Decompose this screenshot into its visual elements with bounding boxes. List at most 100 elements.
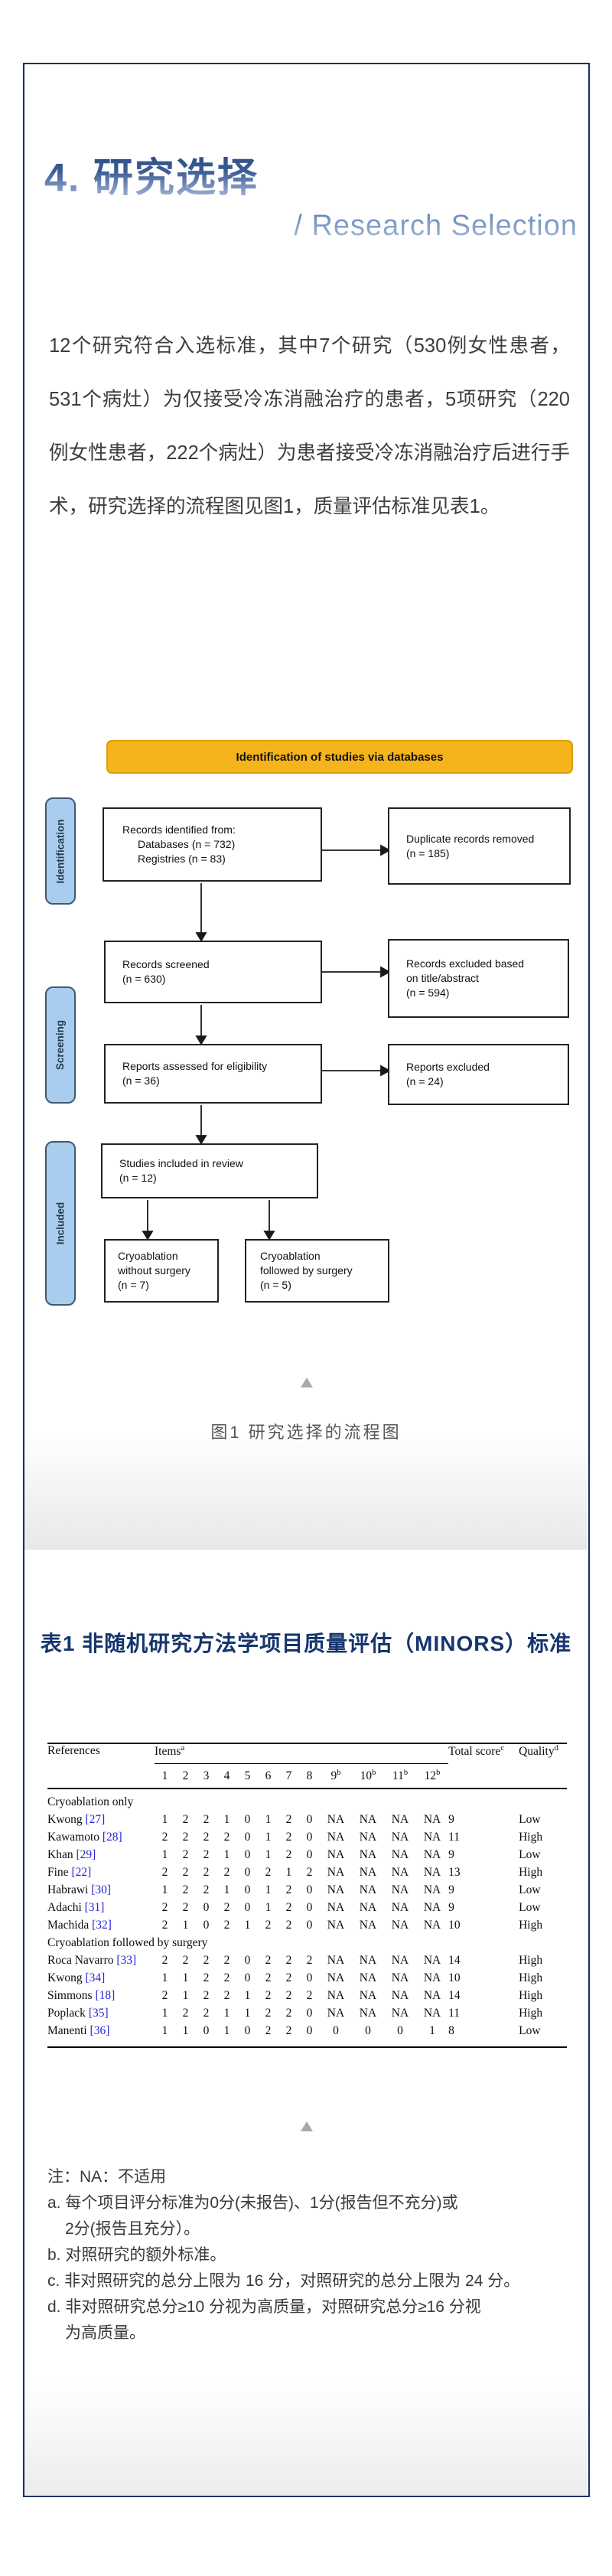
citation-link: [18] [95, 1989, 116, 2002]
item-score-cell: NA [391, 1866, 409, 1879]
item-col-header: 11b [384, 1763, 416, 1789]
box-line: Reports assessed for eligibility [122, 1060, 268, 1072]
item-score-cell: 2 [203, 1848, 210, 1861]
item-score-cell: 2 [285, 1989, 292, 2002]
total-score-cell: 11 [448, 2007, 461, 2020]
item-score-cell: 1 [265, 1848, 272, 1861]
item-score-cell: NA [327, 2007, 345, 2020]
item-score-cell: 1 [244, 1989, 251, 2002]
reference-cell: Manenti [36] [47, 2024, 110, 2037]
note-line: d. 非对照研究总分≥10 分视为高质量，对照研究总分≥16 分视 [47, 2298, 481, 2316]
item-score-cell: NA [359, 1954, 377, 1967]
citation-link: [27] [85, 1813, 106, 1826]
note-line: b. 对照研究的额外标准。 [47, 2246, 226, 2264]
item-score-cell: 0 [244, 1866, 251, 1879]
item-score-cell: NA [391, 2007, 409, 2020]
item-score-cell: 1 [265, 1813, 272, 1826]
item-col-header: 7 [278, 1763, 299, 1789]
table-header-row: References Itemsa Total scorec Qualityd [47, 1743, 568, 1789]
item-score-cell: 1 [182, 1971, 189, 1984]
item-score-cell: NA [359, 1901, 377, 1914]
item-score-cell: 2 [265, 2024, 272, 2037]
total-score-cell: 14 [448, 1954, 461, 1967]
item-score-cell: 2 [203, 1954, 210, 1967]
reference-cell: Khan [29] [47, 1848, 96, 1861]
flow-arrows [142, 844, 391, 1241]
reference-cell: Roca Navarro [33] [47, 1954, 137, 1967]
quality-cell: Low [519, 1901, 541, 1914]
item-score-cell: 0 [333, 2024, 339, 2037]
flowchart-box-records-excluded: Records excluded based on title/abstract… [388, 939, 569, 1018]
item-score-cell: NA [423, 1848, 441, 1861]
reference-cell: Simmons [18] [47, 1989, 116, 2002]
item-score-cell: 2 [203, 1831, 210, 1844]
item-score-cell: 1 [244, 2007, 251, 2020]
item-score-cell: 1 [182, 1989, 189, 2002]
item-score-cell: 0 [306, 1883, 313, 1896]
box-line: Records identified from: [122, 823, 236, 836]
item-score-cell: 1 [223, 2007, 230, 2020]
item-score-cell: 2 [285, 1813, 292, 1826]
item-score-cell: 0 [244, 1901, 251, 1914]
figure-collapse-icon[interactable] [301, 1378, 313, 1387]
item-score-cell: NA [359, 1831, 377, 1844]
table-collapse-icon[interactable] [301, 2121, 313, 2131]
note-line: 2分(报告且充分）。 [65, 2220, 200, 2238]
item-score-cell: NA [327, 1901, 345, 1914]
total-score-cell: 14 [448, 1989, 461, 2002]
flowchart-box-studies-included: Studies included in review (n = 12) [101, 1143, 318, 1198]
card-bottom-gradient [24, 2382, 588, 2495]
item-score-cell: 2 [306, 1954, 313, 1967]
stage-label-text: Included [54, 1202, 67, 1245]
item-col-header: 9b [320, 1763, 352, 1789]
item-score-cell: NA [391, 1989, 409, 2002]
item-score-cell: 0 [244, 1813, 251, 1826]
quality-cell: Low [519, 1883, 541, 1896]
item-score-cell: NA [359, 1919, 377, 1932]
stage-label-identification: Identification [45, 797, 76, 905]
item-score-cell: 1 [182, 1919, 189, 1932]
item-score-cell: NA [359, 1848, 377, 1861]
reference-cell: Fine [22] [47, 1866, 92, 1879]
total-score-cell: 8 [448, 2024, 454, 2037]
flowchart-box-records-identified: Records identified from: Databases (n = … [103, 807, 322, 882]
item-score-cell: 2 [265, 1971, 272, 1984]
quality-cell: High [519, 1971, 543, 1984]
item-score-cell: NA [423, 1866, 441, 1879]
item-score-cell: 2 [223, 1831, 230, 1844]
quality-cell: High [519, 1954, 543, 1967]
reference-cell: Habrawi [30] [47, 1883, 112, 1896]
item-score-cell: 2 [265, 1989, 272, 2002]
item-score-cell: NA [327, 1813, 345, 1826]
item-score-cell: 2 [285, 1954, 292, 1967]
table-section-row: Cryoablation only [47, 1789, 567, 1811]
flowchart-box-duplicates-removed: Duplicate records removed (n = 185) [388, 807, 571, 885]
item-score-cell: 2 [223, 1919, 230, 1932]
box-line: Databases (n = 732) [138, 838, 236, 850]
item-score-cell: 0 [365, 2024, 371, 2037]
item-score-cell: 1 [265, 1901, 272, 1914]
item-score-cell: 2 [161, 1831, 168, 1844]
item-score-cell: 0 [203, 1901, 210, 1914]
item-score-cell: 2 [182, 1831, 189, 1844]
box-line: Records screened [122, 958, 210, 970]
total-score-cell: 9 [448, 1883, 454, 1896]
item-score-cell: 0 [244, 1954, 251, 1967]
item-score-cell: 2 [265, 1954, 272, 1967]
prisma-flowchart-figure[interactable]: Identification of studies via databases … [41, 739, 577, 1312]
col-header-items: Itemsa [155, 1743, 449, 1764]
quality-cell: Low [519, 1848, 541, 1861]
stage-label-included: Included [45, 1141, 76, 1306]
box-line: (n = 185) [406, 846, 450, 859]
citation-link: [32] [92, 1919, 112, 1932]
box-line: followed by surgery [260, 1264, 353, 1277]
item-score-cell: 1 [223, 2024, 230, 2037]
